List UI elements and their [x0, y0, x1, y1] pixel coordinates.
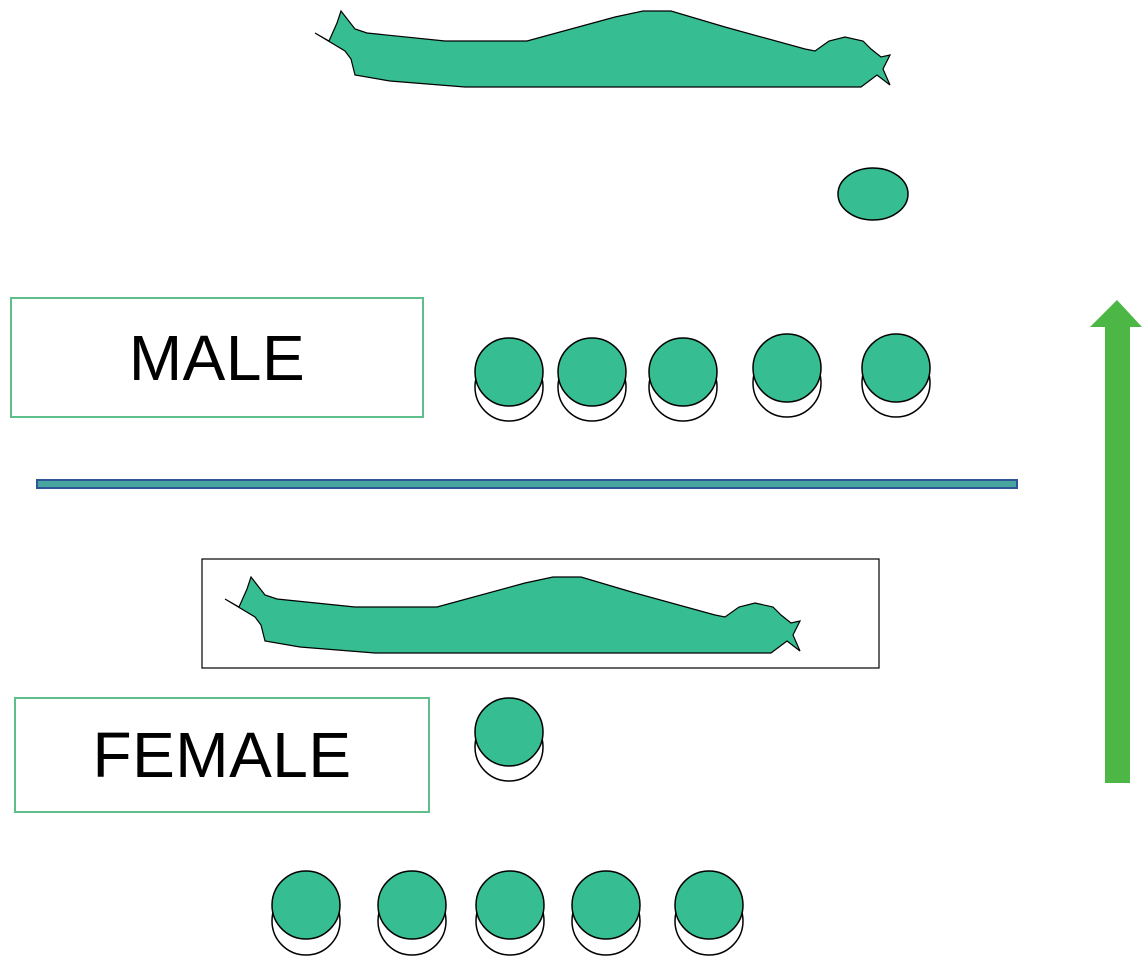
- larva-top: [315, 11, 890, 87]
- egg-icon: [862, 334, 930, 417]
- egg-icon: [572, 871, 640, 955]
- egg-single-top: [838, 168, 908, 220]
- egg-icon: [475, 338, 543, 421]
- egg-icon: [476, 871, 544, 955]
- larva-icon: [315, 11, 890, 87]
- divider-line: [37, 480, 1017, 488]
- egg-single-female: [475, 698, 543, 781]
- egg-icon: [675, 871, 743, 955]
- egg-icon: [649, 338, 717, 421]
- egg-row-male: [475, 334, 930, 421]
- up-arrow-icon: [1090, 300, 1142, 783]
- egg-icon: [558, 338, 626, 421]
- egg-icon: [272, 871, 340, 955]
- egg-icon: [378, 871, 446, 955]
- male-label: MALE: [10, 297, 424, 418]
- female-label: FEMALE: [14, 697, 430, 813]
- egg-row-female: [272, 871, 743, 955]
- egg-icon: [753, 334, 821, 417]
